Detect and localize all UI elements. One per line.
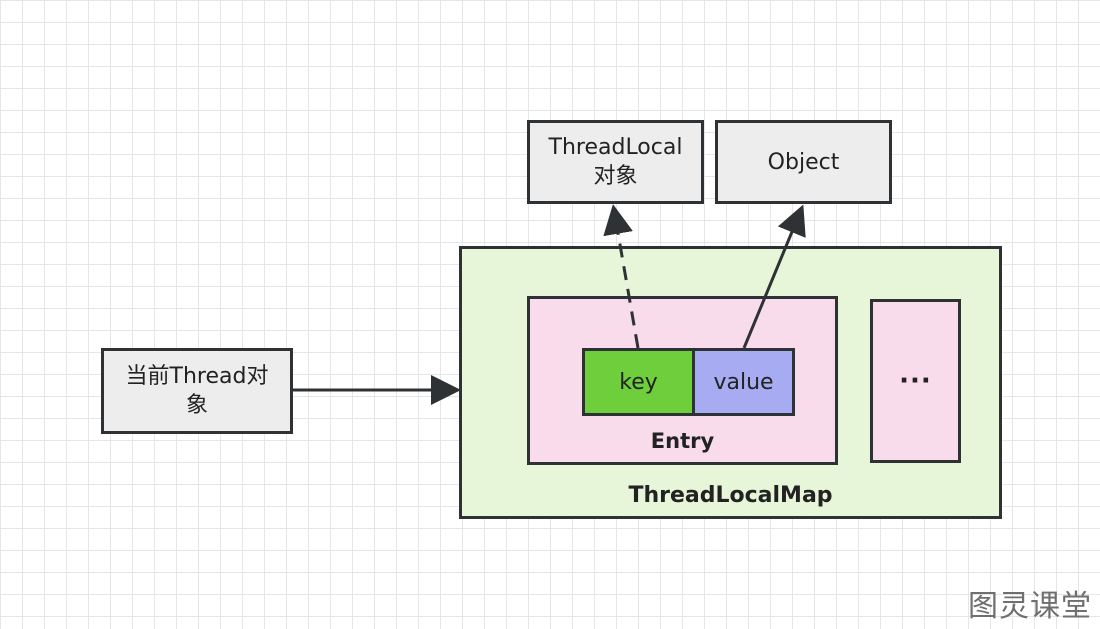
key-label: key	[619, 369, 658, 395]
current-thread-label: 当前Thread对象	[125, 364, 269, 418]
object-box: Object	[715, 120, 892, 204]
current-thread-box: 当前Thread对象	[101, 348, 293, 434]
more-entries-box: ···	[870, 299, 961, 463]
object-label: Object	[767, 149, 840, 175]
threadlocalmap-label: ThreadLocalMap	[628, 483, 833, 508]
threadlocal-object-label: ThreadLocal对象	[548, 135, 683, 189]
key-box: key	[582, 348, 695, 416]
value-box: value	[692, 348, 795, 416]
threadlocal-object-box: ThreadLocal对象	[527, 120, 704, 204]
watermark-logo: 图灵课堂	[968, 589, 1092, 624]
ellipsis-label: ···	[899, 366, 932, 396]
entry-label: Entry	[650, 429, 715, 453]
value-label: value	[713, 369, 774, 395]
